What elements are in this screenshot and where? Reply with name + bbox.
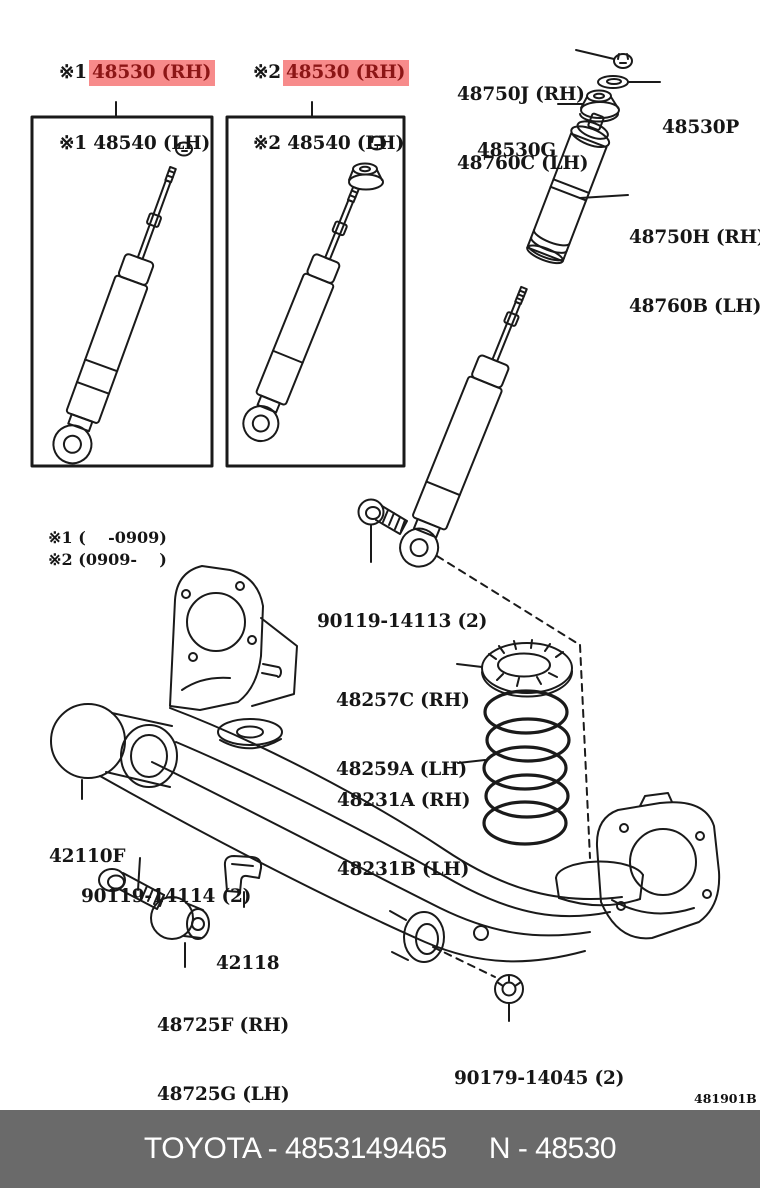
callout-clamp: 42118 <box>216 906 280 998</box>
part-number-48750H: 48750H (RH) <box>629 227 760 248</box>
part-number-48530P: 48530P <box>662 117 740 138</box>
variant-prefix: ※1 <box>59 62 87 83</box>
part-number-48257C: 48257C (RH) <box>336 690 470 711</box>
footer-figure-number: N - 48530 <box>488 1132 617 1165</box>
shock-bolt-drawing <box>357 498 408 563</box>
part-number-48540-lh: ※1 48540 (LH) <box>59 133 211 154</box>
part-number-48231B: 48231B (LH) <box>337 859 470 880</box>
coil-spring-drawing <box>457 689 571 846</box>
support-box2-drawing <box>348 162 384 191</box>
callout-support: 48530G <box>477 93 556 185</box>
drawing-code: 481901B <box>694 1091 757 1106</box>
callout-spring-seat: 48257C (RH) 48259A (LH) <box>336 643 470 804</box>
variant-box-1 <box>30 115 214 468</box>
variant-prefix: ※2 <box>253 62 281 83</box>
callout-shock-cartridge: 48750H (RH) 48760B (LH) <box>629 180 760 341</box>
part-number-48725G: 48725G (LH) <box>157 1084 290 1105</box>
washer-48530P-drawing <box>597 75 629 89</box>
callout-arm-bolt: 90119-14114 (2) <box>81 839 251 931</box>
part-number-48530G: 48530G <box>477 140 556 161</box>
callout-shock-bolt: 90119-14113 (2) <box>317 564 487 656</box>
callout-upper-nut: 48750J (RH) 48760C (LH) <box>457 37 589 198</box>
clamp-drawing <box>223 855 263 908</box>
part-number-48540-lh: ※2 48540 (LH) <box>253 133 405 154</box>
shock-body-drawing <box>399 285 528 568</box>
nut-box2-drawing <box>368 135 386 151</box>
shock-absorber-box1-drawing <box>52 165 177 465</box>
axle-beam-drawing <box>50 565 721 963</box>
part-number-48725F: 48725F (RH) <box>157 1015 290 1036</box>
nut-box1-drawing <box>175 141 193 157</box>
part-number-48760B: 48760B (LH) <box>629 296 760 317</box>
footer-bar: TOYOTA - 4853149465 N - 48530 <box>0 1110 760 1188</box>
part-number-48530-rh-highlighted[interactable]: 48530 (RH) <box>282 60 410 86</box>
part-number-90179-14045: 90179-14045 (2) <box>454 1068 625 1089</box>
callout-box2-line2: ※2 48540 (LH) <box>253 86 404 178</box>
part-number-42118: 42118 <box>216 953 280 974</box>
upper-nut-drawing <box>613 53 633 69</box>
applicability-note-2: ※2 (0909- ) <box>48 550 167 569</box>
hub-nut-drawing <box>494 974 524 1022</box>
variant-box-2 <box>225 115 406 468</box>
support-48530G-drawing <box>579 89 620 123</box>
part-number-48231A: 48231A (RH) <box>337 790 471 811</box>
part-number-48750J: 48750J (RH) <box>457 84 585 105</box>
part-number-48259A: 48259A (LH) <box>336 759 467 780</box>
callout-hub-nut: 90179-14045 (2) <box>454 1021 624 1113</box>
assembly-guide-dashes <box>432 555 591 978</box>
callout-arm-bushing: 48725F (RH) 48725G (LH) <box>157 968 290 1129</box>
part-number-90119-14114: 90119-14114 (2) <box>81 886 252 907</box>
part-number-48530-rh-highlighted[interactable]: 48530 (RH) <box>88 60 216 86</box>
arm-bolt-drawing <box>98 857 165 910</box>
callout-axle-beam: 42110F <box>49 799 125 891</box>
footer-brand-part-number: TOYOTA - 4853149465 <box>143 1132 447 1165</box>
arm-bushing-drawing <box>150 896 210 968</box>
applicability-note-1: ※1 ( -0909) <box>48 528 167 547</box>
shock-absorber-box2-drawing <box>242 185 360 443</box>
part-number-42110F: 42110F <box>49 846 126 867</box>
shock-cartridge-drawing <box>526 112 611 265</box>
callout-washer: 48530P <box>662 70 739 162</box>
callout-coil-spring: 48231A (RH) 48231B (LH) <box>337 743 471 904</box>
part-number-90119-14113: 90119-14113 (2) <box>317 611 488 632</box>
callout-box1-line2: ※1 48540 (LH) <box>59 86 210 178</box>
spring-seat-drawing <box>456 639 574 698</box>
part-number-48760C: 48760C (LH) <box>457 153 589 174</box>
